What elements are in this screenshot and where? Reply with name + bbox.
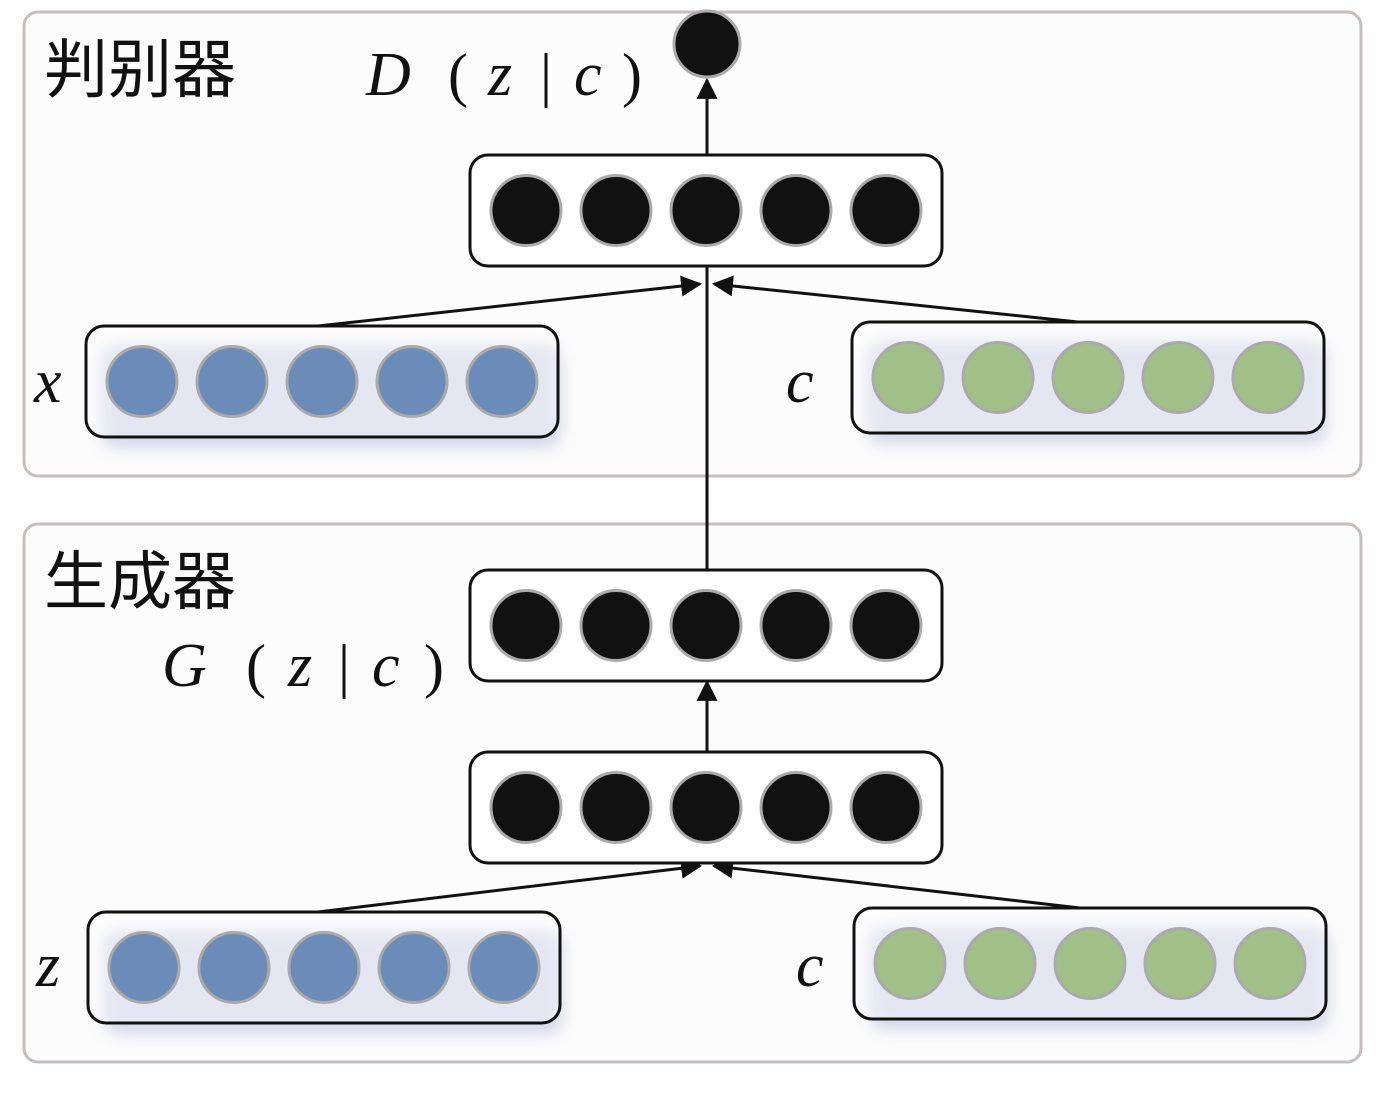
gen-output-layer-node (489, 589, 563, 662)
gen-z-layer-node (107, 931, 181, 1004)
gen-hidden-layer (468, 750, 944, 865)
gen-z-layer (86, 910, 564, 1035)
disc-hidden-layer-node (849, 174, 923, 247)
gen-c-layer-node (1233, 927, 1307, 1000)
gen-c-layer-node (873, 927, 947, 1000)
disc-c-layer (850, 320, 1328, 445)
disc-c-to-hidden-line (711, 275, 1079, 324)
disc-c-layer-node (961, 341, 1035, 414)
discriminator-title: 判别器 (44, 34, 236, 108)
disc-x-layer (84, 324, 562, 449)
gen-output-layer-node (669, 589, 743, 662)
generator-output-label: G ( z | c ) (162, 632, 444, 700)
gen-output-layer-node (759, 589, 833, 662)
gen-output-layer-node (579, 589, 653, 662)
disc-c-layer-node (1051, 341, 1125, 414)
disc-x-to-hidden-line (317, 275, 703, 328)
g-bar: | (338, 633, 350, 699)
d-open-paren: ( (448, 42, 468, 108)
gen-z-layer-node (197, 931, 271, 1004)
d-close-paren: ) (622, 42, 642, 108)
disc-c-label: c (786, 348, 814, 416)
layers (84, 153, 1330, 1035)
gen-hidden-layer-node (669, 771, 743, 844)
d-letter: D (365, 41, 411, 109)
gen-output-layer-node (849, 589, 923, 662)
g-c: c (372, 632, 400, 700)
gen-z-label: z (35, 932, 60, 1000)
disc-x-layer-node (105, 345, 179, 418)
disc-x-layer-node (285, 345, 359, 418)
g-letter: G (162, 632, 207, 700)
connections (317, 77, 1081, 914)
disc-hidden-layer-node (669, 174, 743, 247)
d-bar: | (540, 42, 552, 108)
gen-hidden-layer-node (489, 771, 563, 844)
disc-c-layer-node (1231, 341, 1305, 414)
disc-x-layer-node (465, 345, 539, 418)
gen-z-layer-node (467, 931, 541, 1004)
disc-hidden-layer-node (579, 174, 653, 247)
g-z: z (287, 632, 312, 700)
disc-output-node (672, 9, 742, 79)
disc-c-layer-node (871, 341, 945, 414)
disc-hidden-layer-node (489, 174, 563, 247)
d-c: c (574, 41, 602, 109)
gen-c-layer-node (1143, 927, 1217, 1000)
gen-c-label: c (796, 932, 824, 1000)
gen-hidden-layer-node (849, 771, 923, 844)
gen-z-layer-node (287, 931, 361, 1004)
discriminator-output-label: D ( z | c ) (365, 41, 642, 109)
disc-x-label: x (33, 348, 62, 416)
gen-c-layer-node (1053, 927, 1127, 1000)
gen-hidden-layer-node (579, 771, 653, 844)
disc-hidden-layer (468, 153, 944, 268)
g-close-paren: ) (424, 633, 444, 699)
disc-c-layer-node (1141, 341, 1215, 414)
d-z: z (487, 41, 512, 109)
generator-title: 生成器 (44, 546, 236, 620)
disc-hidden-layer-node (759, 174, 833, 247)
g-open-paren: ( (246, 633, 266, 699)
gen-c-layer (852, 906, 1330, 1031)
gen-c-layer-node (963, 927, 1037, 1000)
gen-output-layer (468, 568, 944, 683)
gen-z-layer-node (377, 931, 451, 1004)
disc-x-layer-node (375, 345, 449, 418)
gen-hidden-layer-node (759, 771, 833, 844)
disc-x-layer-node (195, 345, 269, 418)
gen-z-to-hidden-line (317, 857, 703, 914)
gen-c-to-hidden-line (711, 857, 1081, 910)
